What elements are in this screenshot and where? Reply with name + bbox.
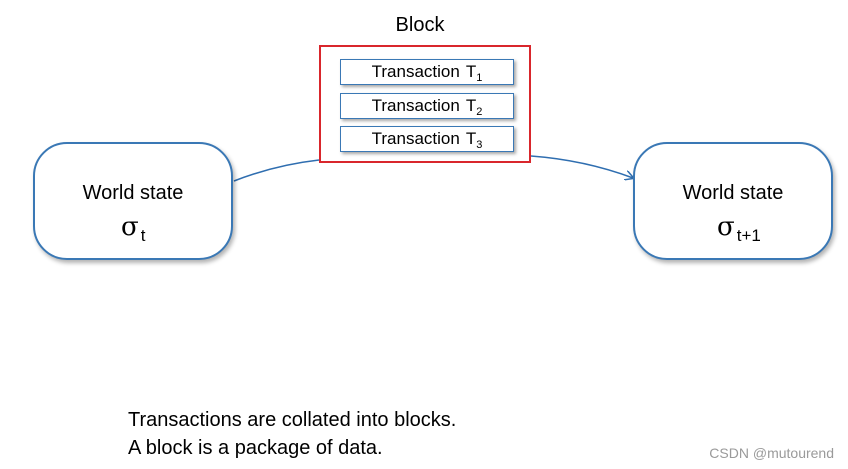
transaction-subscript: 1	[476, 72, 483, 84]
world-state-label: World state	[82, 182, 184, 204]
sigma-subscript: t+1	[736, 226, 761, 245]
caption-line: A block is a package of data.	[128, 437, 383, 459]
arrow-block-to-next-state	[530, 155, 633, 178]
sigma-symbol: σ	[121, 212, 139, 242]
sigma-subscript: t	[140, 226, 146, 245]
sigma-symbol: σ	[717, 212, 735, 242]
transaction-subscript: 2	[476, 106, 483, 118]
transaction-subscript: 3	[476, 139, 483, 151]
watermark: CSDN @mutourend	[709, 445, 834, 461]
world-state-label: World state	[682, 182, 784, 204]
transaction-symbol: T	[465, 129, 477, 148]
transaction-label: Transaction	[371, 129, 460, 148]
transaction-symbol: T	[465, 96, 477, 115]
transaction-label: Transaction	[371, 96, 460, 115]
block-title: Block	[395, 14, 445, 36]
transaction-symbol: T	[465, 62, 477, 81]
transaction-item: Transaction T1	[340, 59, 514, 85]
transaction-item: Transaction T2	[340, 93, 514, 119]
caption-line: Transactions are collated into blocks.	[128, 409, 457, 431]
transaction-item: Transaction T3	[340, 126, 514, 152]
caption: Transactions are collated into blocks. A…	[128, 406, 456, 462]
connector-state-to-block	[233, 159, 320, 182]
transaction-label: Transaction	[371, 62, 460, 81]
